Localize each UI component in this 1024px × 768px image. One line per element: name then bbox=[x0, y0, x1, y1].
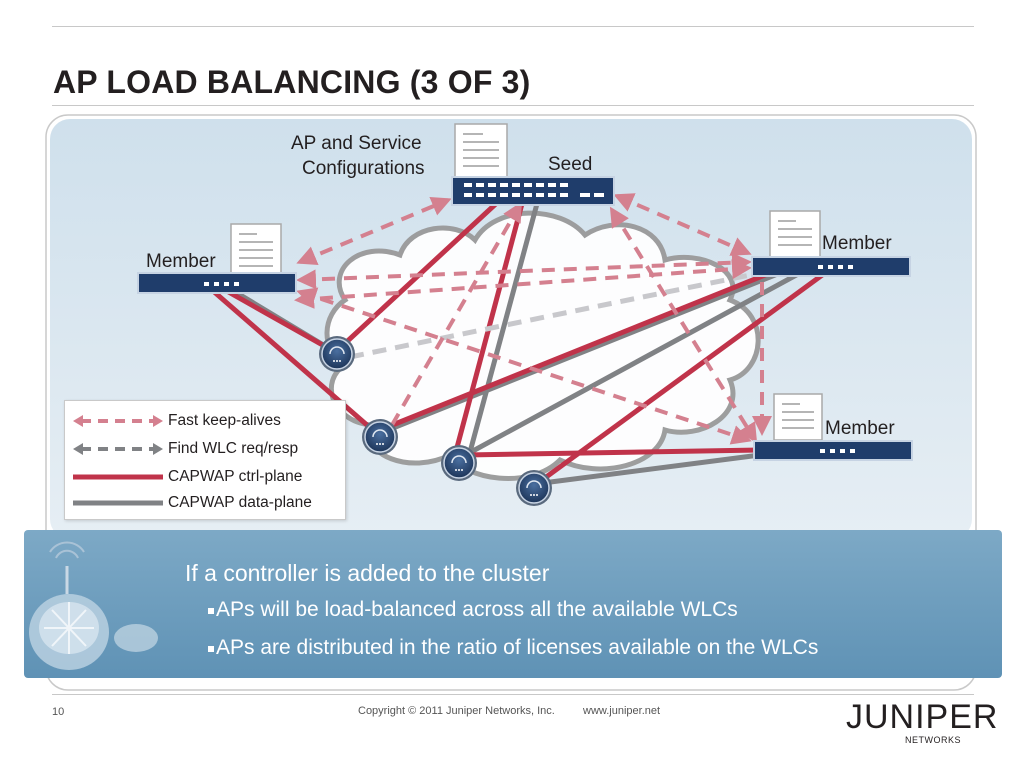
member-switch-device-icon bbox=[753, 440, 913, 461]
bullet-marker bbox=[208, 646, 214, 652]
access-point-icon bbox=[319, 336, 355, 372]
dashed-arrow-icon bbox=[73, 415, 163, 427]
member-switch-device-icon bbox=[137, 272, 297, 294]
access-point-icon bbox=[516, 470, 552, 506]
info-banner: If a controller is added to the cluster … bbox=[24, 530, 1002, 678]
access-point-icon bbox=[441, 445, 477, 481]
legend: Fast keep-alives Find WLC req/resp CAPWA… bbox=[64, 400, 346, 520]
legend-item-keepalive: Fast keep-alives bbox=[65, 410, 345, 432]
access-point-icon bbox=[362, 419, 398, 455]
document-icon bbox=[773, 393, 823, 441]
wifi-ap-decoration-icon bbox=[29, 541, 158, 670]
legend-label: Fast keep-alives bbox=[168, 412, 281, 429]
legend-label: CAPWAP ctrl-plane bbox=[168, 468, 303, 485]
title-underline bbox=[52, 105, 974, 106]
document-icon bbox=[454, 123, 508, 179]
page-number: 10 bbox=[52, 706, 65, 718]
logo-word: JUNIPER bbox=[846, 698, 999, 736]
legend-item-ctrl-plane: CAPWAP ctrl-plane bbox=[65, 466, 345, 488]
banner-bullet: APs will be load-balanced across all the… bbox=[216, 598, 738, 621]
member-right-bottom-label: Member bbox=[825, 418, 895, 439]
seed-label: Seed bbox=[548, 154, 593, 175]
footer-rule bbox=[52, 694, 974, 695]
member-switch-device-icon bbox=[751, 256, 911, 277]
member-left-label: Member bbox=[146, 251, 216, 272]
footer-url[interactable]: www.juniper.net bbox=[583, 705, 661, 717]
legend-item-find-wlc: Find WLC req/resp bbox=[65, 438, 345, 460]
bullet-marker bbox=[208, 608, 214, 614]
member-right-top-label: Member bbox=[822, 233, 892, 254]
dashed-arrow-icon bbox=[73, 443, 163, 455]
solid-line-icon bbox=[73, 474, 163, 480]
solid-line-icon bbox=[73, 500, 163, 506]
legend-label: CAPWAP data-plane bbox=[168, 494, 312, 511]
banner-heading: If a controller is added to the cluster bbox=[185, 560, 550, 586]
document-icon bbox=[230, 223, 282, 275]
top-rule bbox=[52, 26, 974, 27]
banner-bullet: APs are distributed in the ratio of lice… bbox=[216, 636, 819, 659]
slide-title: AP LOAD BALANCING (3 OF 3) bbox=[53, 64, 531, 100]
config-label-line1: AP and Service bbox=[291, 133, 422, 154]
legend-label: Find WLC req/resp bbox=[168, 440, 299, 457]
document-icon bbox=[769, 210, 821, 260]
config-label-line2: Configurations bbox=[302, 158, 425, 179]
juniper-logo: JUNIPER NETWORKS bbox=[846, 698, 999, 745]
copyright-text: Copyright © 2011 Juniper Networks, Inc. bbox=[358, 705, 555, 717]
seed-switch-device-icon bbox=[451, 176, 615, 206]
legend-item-data-plane: CAPWAP data-plane bbox=[65, 492, 345, 514]
logo-sub: NETWORKS bbox=[905, 735, 962, 745]
keepalive-links bbox=[294, 193, 772, 445]
